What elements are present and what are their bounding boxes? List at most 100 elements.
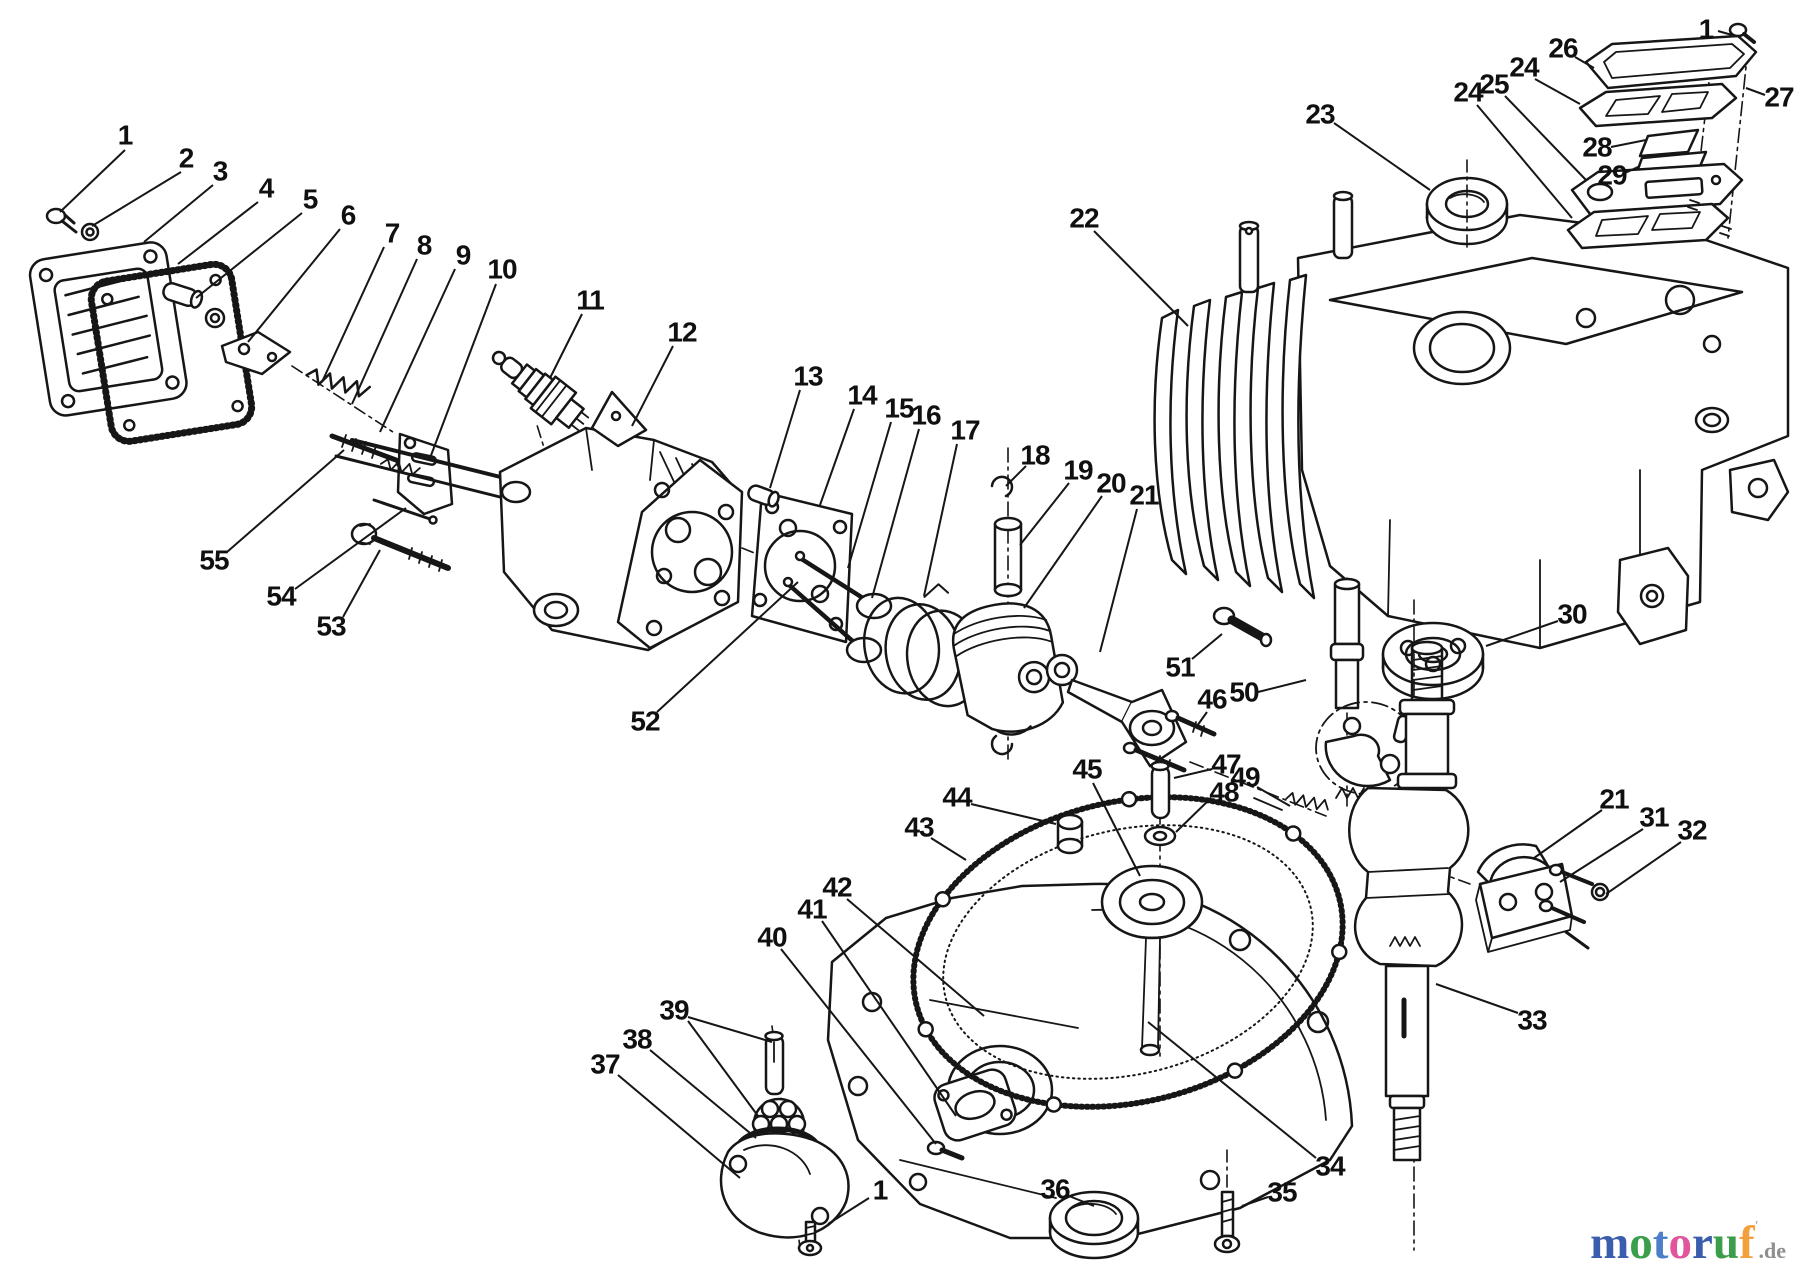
leader-line bbox=[1476, 104, 1573, 219]
valve-cover-drawing bbox=[28, 241, 188, 417]
leader-line bbox=[1745, 87, 1766, 96]
leader-line bbox=[780, 948, 937, 1145]
leader-line bbox=[379, 268, 456, 433]
crankcase-drawing bbox=[826, 882, 1354, 1260]
part-label-30: 30 bbox=[1557, 599, 1587, 630]
part-label-44: 44 bbox=[942, 782, 973, 813]
leader-line bbox=[1019, 482, 1070, 546]
part-label-19: 19 bbox=[1063, 455, 1093, 486]
part-label-6: 6 bbox=[341, 200, 356, 231]
part-label-40: 40 bbox=[757, 922, 787, 953]
logo-letter: r bbox=[1691, 1217, 1713, 1269]
part-label-12: 12 bbox=[667, 317, 697, 348]
part-label-52: 52 bbox=[630, 706, 660, 737]
logo-letter: o bbox=[1668, 1217, 1692, 1269]
part-label-2: 2 bbox=[179, 143, 194, 174]
connecting-rod-drawing bbox=[1045, 653, 1327, 817]
leader-line bbox=[847, 421, 892, 569]
part-label-34: 34 bbox=[1315, 1151, 1346, 1182]
piston-rings-drawing bbox=[862, 583, 984, 708]
logo-letter: o bbox=[1629, 1217, 1653, 1269]
leader-line bbox=[930, 837, 967, 861]
leader-line bbox=[1435, 983, 1519, 1014]
part-label-23: 23 bbox=[1305, 99, 1335, 130]
leader-line bbox=[819, 408, 855, 506]
part-label-43: 43 bbox=[904, 812, 934, 843]
part-label-42: 42 bbox=[822, 872, 852, 903]
leader-line bbox=[1610, 139, 1647, 148]
governor-drawing bbox=[1056, 755, 1329, 1057]
leader-line bbox=[1023, 495, 1103, 609]
leader-line bbox=[294, 507, 407, 590]
logo-letter: u bbox=[1712, 1217, 1739, 1269]
leader-line bbox=[827, 1197, 870, 1225]
leader-line bbox=[1147, 1021, 1317, 1159]
leader-line bbox=[549, 313, 583, 379]
logo-letter: f bbox=[1738, 1217, 1755, 1269]
part-label-50: 50 bbox=[1229, 677, 1259, 708]
leader-line bbox=[617, 1074, 741, 1179]
leader-line bbox=[1605, 841, 1682, 895]
part-label-36: 36 bbox=[1040, 1174, 1070, 1205]
leader-line bbox=[656, 581, 799, 713]
leader-line bbox=[1485, 620, 1559, 647]
part-label-16: 16 bbox=[911, 400, 941, 431]
leader-line bbox=[1574, 56, 1595, 69]
part-label-11: 11 bbox=[576, 285, 604, 316]
muffler-stack-drawing bbox=[1566, 22, 1758, 250]
washer-drawing bbox=[80, 222, 100, 242]
leader-line bbox=[1068, 1195, 1095, 1207]
part-label-33: 33 bbox=[1517, 1005, 1547, 1036]
leader-line bbox=[649, 1049, 757, 1139]
leader-line bbox=[1093, 230, 1189, 327]
leader-line bbox=[769, 389, 801, 489]
leader-line bbox=[321, 246, 385, 383]
part-label-45: 45 bbox=[1072, 754, 1102, 785]
leader-line bbox=[1256, 786, 1291, 807]
rod-cap-drawing bbox=[1447, 843, 1610, 953]
leader-line bbox=[1534, 78, 1581, 105]
leader-line bbox=[1333, 122, 1431, 191]
part-label-46: 46 bbox=[1197, 684, 1227, 715]
part-label-17: 17 bbox=[950, 415, 980, 446]
part-label-38: 38 bbox=[622, 1024, 652, 1055]
leader-line bbox=[247, 228, 341, 343]
leader-line bbox=[1005, 465, 1027, 487]
leader-line bbox=[226, 449, 345, 553]
part-label-1: 1 bbox=[118, 120, 133, 151]
leader-line bbox=[871, 428, 920, 599]
leader-line bbox=[1099, 508, 1138, 653]
logo-letter: t bbox=[1652, 1217, 1669, 1269]
part-label-28: 28 bbox=[1582, 132, 1612, 163]
leader-line bbox=[687, 1020, 759, 1117]
cylinder-head-drawing bbox=[498, 390, 763, 652]
crankshaft-drawing bbox=[1348, 599, 1470, 1251]
leader-line bbox=[342, 549, 381, 618]
leader-line bbox=[351, 258, 418, 405]
bolt-51-drawing bbox=[1212, 606, 1273, 648]
leader-line bbox=[970, 803, 1057, 825]
part-label-26: 26 bbox=[1548, 33, 1578, 64]
leader-line bbox=[1191, 633, 1223, 660]
leader-line bbox=[923, 443, 958, 597]
leader-line bbox=[1175, 797, 1212, 833]
logo-domain-suffix: .de bbox=[1758, 1238, 1787, 1263]
leader-line bbox=[687, 1016, 773, 1043]
watermark-logo: motoruf'.de bbox=[1590, 1220, 1786, 1267]
part-label-10: 10 bbox=[487, 254, 517, 285]
part-label-49: 49 bbox=[1230, 762, 1260, 793]
part-label-48: 48 bbox=[1209, 777, 1239, 808]
part-label-20: 20 bbox=[1096, 468, 1126, 499]
part-label-13: 13 bbox=[793, 361, 823, 392]
part-label-47: 47 bbox=[1211, 749, 1241, 780]
part-label-31: 31 bbox=[1639, 802, 1669, 833]
bearing-seal-drawing bbox=[1425, 159, 1509, 249]
part-label-54: 54 bbox=[266, 581, 297, 612]
part-label-1: 1 bbox=[1699, 14, 1714, 45]
leader-line bbox=[1196, 711, 1208, 727]
leader-line bbox=[1173, 768, 1213, 779]
valves-drawing bbox=[782, 550, 893, 664]
part-label-21: 21 bbox=[1599, 784, 1629, 815]
